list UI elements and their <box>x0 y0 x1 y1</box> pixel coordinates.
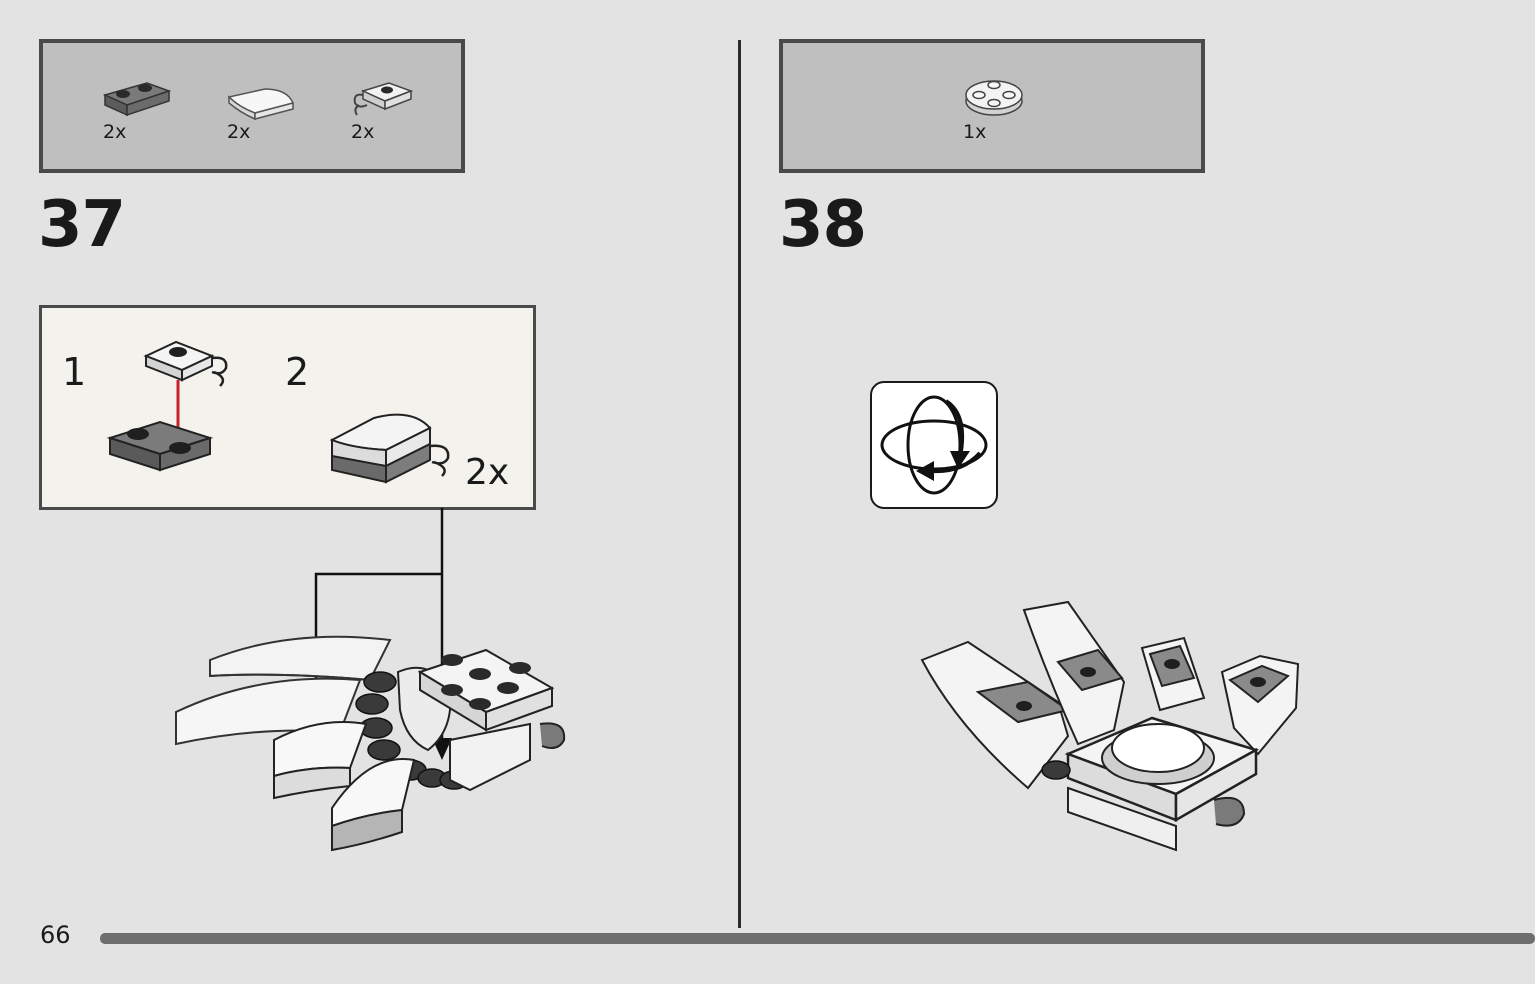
white-round-plate-icon <box>965 80 1023 116</box>
step-number: 37 <box>38 188 126 262</box>
step-number: 38 <box>779 188 867 262</box>
rotate-model-icon <box>870 381 998 509</box>
sub-assembly-callout: 1 2 2x <box>39 305 536 510</box>
sub-step-1-illustration <box>106 340 228 472</box>
part-qty: 2x <box>103 121 127 143</box>
page-number: 66 <box>40 921 71 949</box>
sub-step-2-illustration <box>329 413 450 484</box>
dark-gray-plate-1x2-icon <box>102 82 172 117</box>
part-qty: 1x <box>963 121 987 143</box>
step-37-model-illustration <box>175 635 566 852</box>
white-plate-clip-icon <box>353 82 414 116</box>
sub-step-number: 2 <box>285 350 310 394</box>
sub-assembly-multiplier: 2x <box>465 452 510 493</box>
sub-step-number: 1 <box>62 350 87 394</box>
step-38-model-illustration <box>920 600 1300 852</box>
column-divider <box>738 40 741 928</box>
parts-callout-step-38: 1x <box>779 39 1205 173</box>
page-progress-bar <box>100 933 1535 944</box>
white-curved-slope-icon <box>227 88 295 121</box>
part-qty: 2x <box>227 121 251 143</box>
parts-callout-step-37: 2x 2x 2x <box>39 39 465 173</box>
part-qty: 2x <box>351 121 375 143</box>
